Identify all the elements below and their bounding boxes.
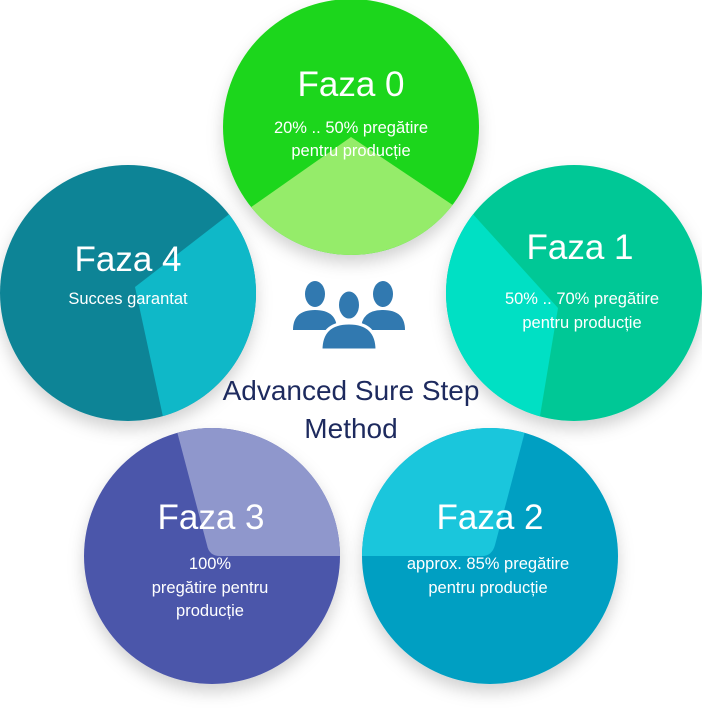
phase-0-line-2: pentru producție	[291, 142, 410, 160]
phase-4-line-1: Succes garantat	[68, 290, 188, 308]
phase-4-title: Faza 4	[75, 240, 182, 279]
phase-0-circle: Faza 0 20% .. 50% pregătire pentru produ…	[223, 0, 479, 255]
phase-2-line-2: pentru producție	[428, 579, 547, 597]
phase-3-line-3: producție	[176, 602, 244, 620]
phase-3-line-2: pregătire pentru	[152, 579, 269, 597]
people-group-icon	[293, 281, 405, 352]
phase-0-accent	[223, 137, 479, 255]
phase-1-circle: Faza 1 50% .. 70% pregătire pentru produ…	[446, 165, 702, 421]
phase-1-line-1: 50% .. 70% pregătire	[505, 290, 659, 308]
phase-1-line-2: pentru producție	[522, 314, 641, 332]
phase-0-line-1: 20% .. 50% pregătire	[274, 119, 428, 137]
phase-3-circle: Faza 3 100% pregătire pentru producție	[84, 428, 340, 684]
phase-0-title: Faza 0	[298, 65, 405, 104]
phase-2-line-1: approx. 85% pregătire	[407, 555, 569, 573]
phase-2-circle: Faza 2 approx. 85% pregătire pentru prod…	[362, 428, 618, 684]
phase-2-title: Faza 2	[437, 498, 544, 537]
center-title-line-2: Method	[304, 413, 397, 444]
phase-3-line-1: 100%	[189, 555, 232, 573]
phase-1-title: Faza 1	[527, 228, 634, 267]
phase-3-title: Faza 3	[158, 498, 265, 537]
center-title-line-1: Advanced Sure Step	[223, 375, 480, 406]
